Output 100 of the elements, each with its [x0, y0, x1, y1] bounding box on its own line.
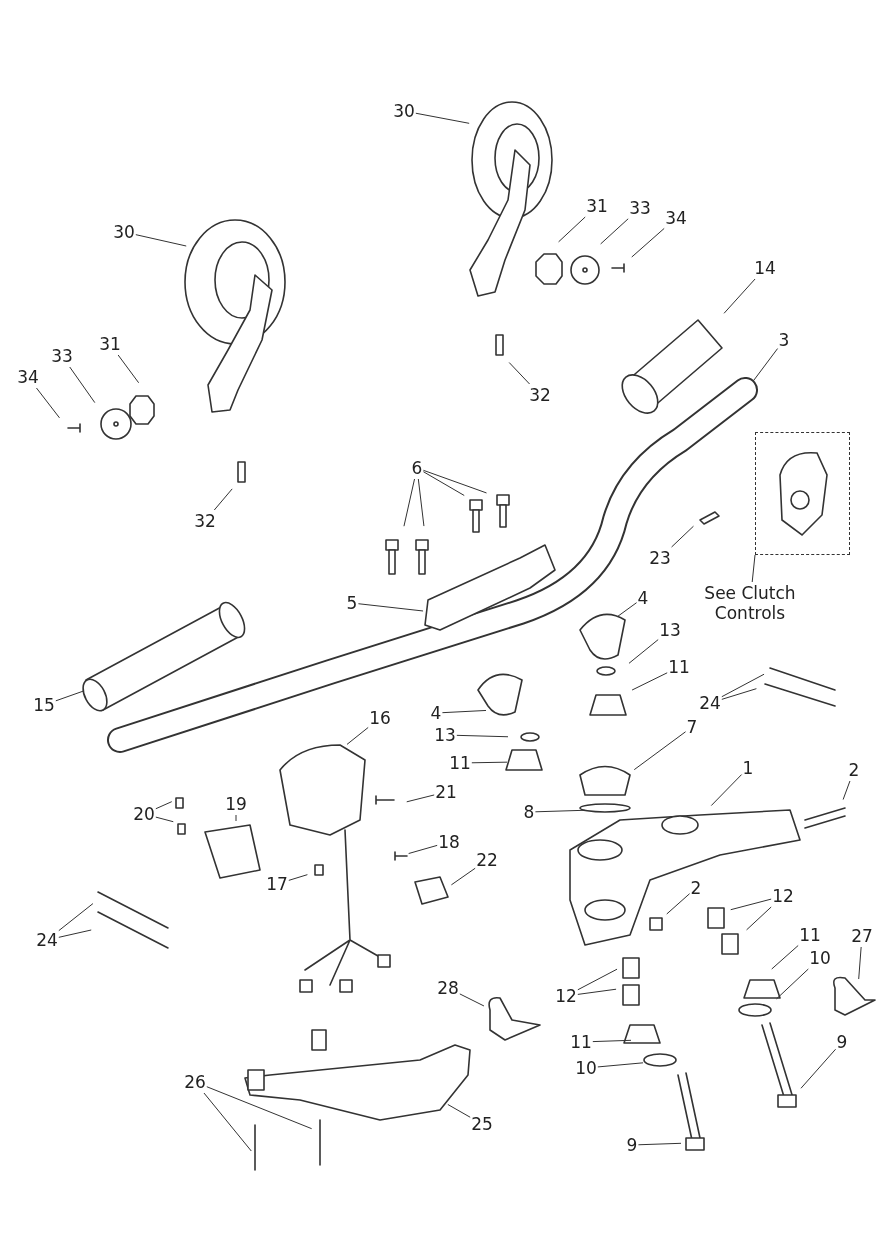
- leader-line: [135, 234, 187, 247]
- leader-line: [408, 844, 438, 855]
- leader-line: [58, 903, 94, 932]
- leader-line: [508, 362, 531, 385]
- callout-number: 21: [435, 782, 457, 802]
- leader-line: [459, 993, 485, 1007]
- callout-number: 12: [555, 986, 577, 1006]
- leader-line: [616, 602, 638, 618]
- leader-line: [631, 672, 668, 691]
- callout-number: 25: [471, 1114, 493, 1134]
- callout-number: 17: [266, 874, 288, 894]
- leader-line: [447, 1103, 471, 1118]
- leader-line: [58, 929, 92, 938]
- leader-line: [55, 690, 84, 702]
- leader-line: [842, 780, 851, 801]
- leader-line: [288, 874, 308, 881]
- callout-number: 24: [699, 693, 721, 713]
- leader-line: [69, 366, 96, 404]
- leader-line: [721, 688, 757, 700]
- leader-line: [450, 867, 476, 886]
- callout-number: 11: [668, 657, 690, 677]
- callout-number: 16: [369, 708, 391, 728]
- callout-number: 11: [449, 753, 471, 773]
- callout-number: 10: [809, 948, 831, 968]
- leader-line: [346, 726, 369, 745]
- leader-line: [235, 814, 237, 822]
- leader-line: [600, 218, 629, 245]
- leader-line: [155, 801, 173, 810]
- leader-line: [441, 709, 487, 714]
- leader-line: [752, 348, 779, 382]
- callout-number: 2: [848, 760, 860, 780]
- leader-line: [597, 1062, 644, 1068]
- leader-line: [666, 893, 691, 915]
- reference-frame: [755, 432, 850, 555]
- callout-number: 20: [133, 804, 155, 824]
- callout-number: 12: [772, 886, 794, 906]
- callout-number: 9: [626, 1135, 638, 1155]
- callout-number: 31: [586, 196, 608, 216]
- leader-line: [710, 774, 743, 807]
- callout-number: 28: [437, 978, 459, 998]
- leader-line: [592, 1039, 632, 1043]
- leader-line: [36, 387, 60, 419]
- callout-number: 14: [754, 258, 776, 278]
- leader-line: [746, 906, 772, 931]
- leader-line: [730, 898, 772, 911]
- leader-line: [203, 1092, 252, 1152]
- leader-line: [213, 488, 233, 511]
- callout-number: 23: [649, 548, 671, 568]
- leader-line: [422, 471, 465, 496]
- leader-line: [631, 227, 665, 258]
- leader-line: [471, 761, 508, 764]
- leader-line: [534, 809, 586, 813]
- reference-note: See Clutch Controls: [695, 583, 805, 623]
- callout-number: 5: [346, 593, 358, 613]
- callout-number: 7: [686, 717, 698, 737]
- leader-line: [771, 945, 799, 970]
- callout-number: 27: [851, 926, 873, 946]
- callout-number: 19: [225, 794, 247, 814]
- leader-line: [403, 478, 416, 527]
- callout-number: 33: [51, 346, 73, 366]
- callout-number: 11: [570, 1032, 592, 1052]
- callout-number: 4: [637, 588, 649, 608]
- callout-number: 15: [33, 695, 55, 715]
- leader-line: [456, 734, 509, 738]
- callout-number: 31: [99, 334, 121, 354]
- callout-number: 13: [659, 620, 681, 640]
- callout-number: 8: [523, 802, 535, 822]
- leader-line: [776, 968, 809, 1000]
- callout-number: 34: [17, 367, 39, 387]
- callout-number: 32: [529, 385, 551, 405]
- leader-line: [155, 816, 174, 823]
- leader-line: [800, 1048, 837, 1089]
- callout-number: 24: [36, 930, 58, 950]
- leader-line: [628, 639, 659, 664]
- leader-line: [357, 603, 424, 612]
- leader-line: [721, 673, 765, 698]
- leader-line: [415, 112, 470, 124]
- callout-number: 30: [393, 101, 415, 121]
- leader-line: [406, 794, 435, 803]
- callout-number: 1: [742, 758, 754, 778]
- callout-number: 22: [476, 850, 498, 870]
- callout-number: 18: [438, 832, 460, 852]
- callout-number: 34: [665, 208, 687, 228]
- leader-line: [117, 354, 140, 384]
- leader-line: [637, 1142, 682, 1146]
- leader-line: [723, 278, 756, 314]
- leader-line: [206, 1086, 313, 1130]
- callout-number: 6: [411, 458, 423, 478]
- callout-number: 2: [690, 878, 702, 898]
- leader-line: [577, 968, 618, 991]
- leader-line: [751, 554, 756, 583]
- callout-number: 3: [778, 330, 790, 350]
- callout-number: 13: [434, 725, 456, 745]
- leader-line: [577, 988, 617, 995]
- callout-number: 32: [194, 511, 216, 531]
- leader-line: [633, 731, 687, 771]
- leader-line: [422, 469, 488, 494]
- leader-line: [417, 478, 425, 527]
- callout-number: 4: [430, 703, 442, 723]
- leader-line: [558, 216, 586, 243]
